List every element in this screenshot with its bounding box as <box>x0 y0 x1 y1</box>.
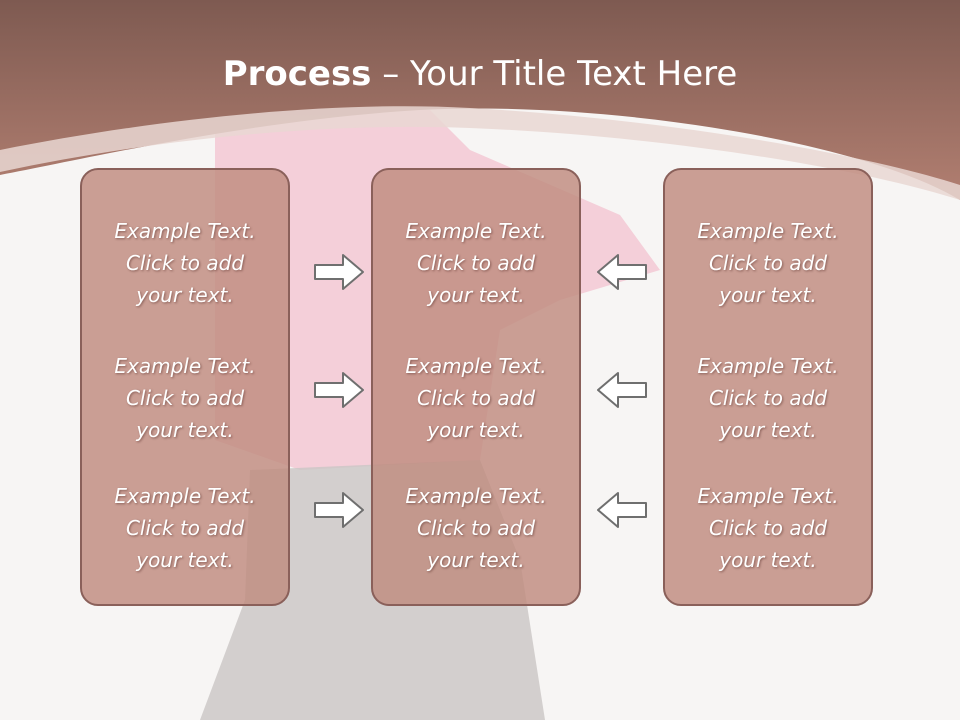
text-line: Example Text. <box>697 484 839 508</box>
text-item[interactable]: Example Text. Click to add your text. <box>373 350 579 446</box>
header-band <box>0 0 960 200</box>
arrow-right-icon[interactable] <box>313 370 365 410</box>
text-line: your text. <box>719 283 817 307</box>
arrow-left-icon[interactable] <box>596 490 648 530</box>
arrow-right-icon[interactable] <box>313 252 365 292</box>
text-box-left[interactable]: Example Text. Click to add your text. Ex… <box>80 168 290 606</box>
text-line: Click to add <box>708 516 828 540</box>
text-line: Example Text. <box>697 219 839 243</box>
header-swoosh <box>0 106 960 200</box>
text-line: Click to add <box>416 516 536 540</box>
text-item[interactable]: Example Text. Click to add your text. <box>82 480 288 576</box>
arrow-right-icon[interactable] <box>313 490 365 530</box>
slide-title-rest: – Your Title Text Here <box>371 54 738 94</box>
text-line: Example Text. <box>114 219 256 243</box>
text-box-right[interactable]: Example Text. Click to add your text. Ex… <box>663 168 873 606</box>
text-line: Click to add <box>416 386 536 410</box>
text-line: Click to add <box>125 386 245 410</box>
text-line: Example Text. <box>114 484 256 508</box>
text-box-center[interactable]: Example Text. Click to add your text. Ex… <box>371 168 581 606</box>
text-line: Example Text. <box>114 354 256 378</box>
text-line: Example Text. <box>405 219 547 243</box>
text-line: Click to add <box>125 516 245 540</box>
text-line: Example Text. <box>697 354 839 378</box>
text-line: your text. <box>427 418 525 442</box>
text-line: Click to add <box>125 251 245 275</box>
text-line: Example Text. <box>405 354 547 378</box>
text-line: your text. <box>136 283 234 307</box>
slide-title-bold: Process <box>222 54 372 94</box>
text-item[interactable]: Example Text. Click to add your text. <box>82 215 288 311</box>
text-item[interactable]: Example Text. Click to add your text. <box>373 480 579 576</box>
slide-title[interactable]: Process – Your Title Text Here <box>0 52 960 96</box>
text-line: your text. <box>427 283 525 307</box>
text-line: Click to add <box>708 251 828 275</box>
text-item[interactable]: Example Text. Click to add your text. <box>665 480 871 576</box>
text-line: Example Text. <box>405 484 547 508</box>
text-line: Click to add <box>416 251 536 275</box>
text-item[interactable]: Example Text. Click to add your text. <box>665 350 871 446</box>
text-line: your text. <box>427 548 525 572</box>
arrow-left-icon[interactable] <box>596 252 648 292</box>
text-line: your text. <box>719 418 817 442</box>
text-item[interactable]: Example Text. Click to add your text. <box>82 350 288 446</box>
text-line: your text. <box>136 418 234 442</box>
arrow-left-icon[interactable] <box>596 370 648 410</box>
text-item[interactable]: Example Text. Click to add your text. <box>665 215 871 311</box>
text-item[interactable]: Example Text. Click to add your text. <box>373 215 579 311</box>
text-line: Click to add <box>708 386 828 410</box>
text-line: your text. <box>136 548 234 572</box>
text-line: your text. <box>719 548 817 572</box>
